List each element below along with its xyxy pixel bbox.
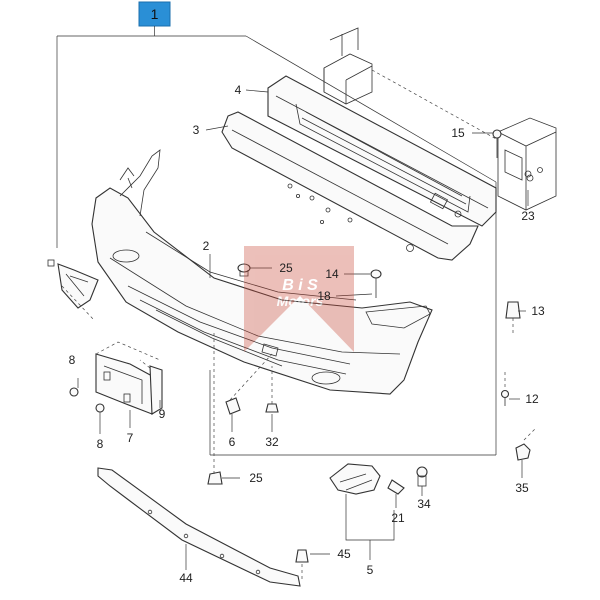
watermark-line1: B i S	[282, 277, 318, 294]
callout-25-upper: 25	[279, 261, 293, 275]
callout-32: 32	[265, 435, 279, 449]
bumper-fascia	[91, 149, 433, 395]
bumper-beam	[267, 75, 497, 227]
callout-6: 6	[229, 435, 236, 449]
callout-21: 21	[391, 511, 405, 525]
lower-spoiler	[97, 467, 301, 587]
callout-labels: 2 3 4 5 6 7 8 8 9 12 13 14 15 18 21 23 2…	[69, 83, 545, 585]
callout-15: 15	[451, 126, 465, 140]
callout-8-lower: 8	[97, 437, 104, 451]
callout-12: 12	[525, 392, 539, 406]
watermark: B i S Motors	[244, 246, 354, 352]
leader-lines	[77, 89, 529, 570]
vehicle-frame	[323, 27, 557, 211]
side-bracket	[47, 259, 99, 321]
watermark-line2: Motors	[277, 293, 324, 309]
callout-34: 34	[417, 497, 431, 511]
callout-9: 9	[159, 407, 166, 421]
callout-13: 13	[531, 304, 545, 318]
callout-2: 2	[203, 239, 210, 253]
callout-45: 45	[337, 547, 351, 561]
assembly-label-box	[138, 1, 171, 27]
callout-25-lower: 25	[249, 471, 263, 485]
license-bracket	[95, 341, 163, 415]
callout-14: 14	[325, 267, 339, 281]
callout-4: 4	[235, 83, 242, 97]
fog-lamp	[329, 463, 428, 495]
callout-5: 5	[367, 563, 374, 577]
assembly-label: 1	[151, 6, 159, 22]
callout-8-upper: 8	[69, 353, 76, 367]
callout-7: 7	[127, 431, 134, 445]
callout-35: 35	[515, 481, 529, 495]
callout-18: 18	[317, 289, 331, 303]
fasteners	[69, 129, 537, 580]
callout-3: 3	[193, 123, 200, 137]
callout-44: 44	[179, 571, 193, 585]
energy-absorber	[221, 111, 479, 261]
callout-23: 23	[521, 209, 535, 223]
